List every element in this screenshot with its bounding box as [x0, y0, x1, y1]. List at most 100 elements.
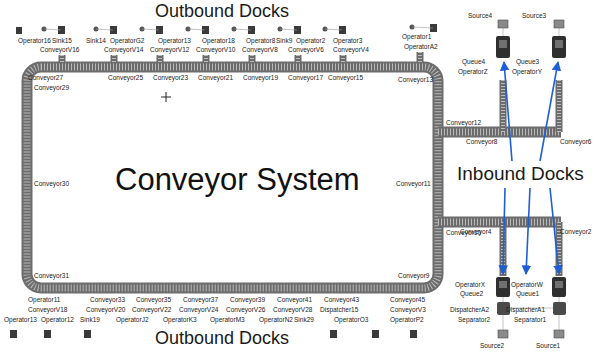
object-name: OperatorO3 [334, 316, 368, 323]
object-name: Conveyor25 [108, 74, 143, 81]
sink-icon [10, 330, 17, 338]
sink-icon [372, 330, 379, 338]
section-heading: Outbound Docks [155, 1, 289, 22]
queue-detail [499, 281, 507, 288]
source-icon [498, 20, 508, 28]
object-name: Operator13 [4, 316, 37, 323]
object-name: Sink14 [86, 37, 106, 44]
object-name: Sink29 [294, 316, 314, 323]
object-name: Separator2 [458, 316, 490, 323]
object-name: Queue4 [462, 58, 485, 65]
sink-icon [330, 330, 337, 338]
queue-icon [496, 277, 510, 297]
source-icon [554, 330, 564, 338]
object-name: Conveyor27 [28, 74, 63, 81]
object-name: Conveyor6 [560, 138, 591, 145]
object-name: Separator1 [514, 316, 546, 323]
object-name: ConveyorV18 [28, 306, 67, 313]
object-name: Sink15 [52, 37, 72, 44]
object-name: Conveyor33 [90, 296, 125, 303]
callout-arrow [526, 188, 530, 274]
object-name: Conveyor21 [198, 74, 233, 81]
object-name: ConveyorV6 [288, 46, 324, 53]
object-name: Operator12 [41, 316, 74, 323]
object-name: OperatorY [512, 68, 542, 75]
object-name: ConveyorV4 [333, 46, 369, 53]
object-name: OperatorM3 [210, 316, 245, 323]
object-name: Conveyor12 [446, 119, 481, 126]
object-name: OperatorW [511, 281, 543, 288]
object-name: OperatorN2 [259, 316, 293, 323]
object-name: Source4 [468, 12, 492, 19]
object-name: Queue2 [460, 290, 483, 297]
queue-detail [499, 40, 507, 48]
section-heading: Outbound Docks [155, 328, 289, 349]
object-name: Conveyor30 [34, 180, 69, 187]
object-name: Conveyor41 [277, 296, 312, 303]
object-name: Conveyor2 [560, 228, 591, 235]
object-name: Conveyor17 [288, 74, 323, 81]
object-name: Operator8 [246, 37, 275, 44]
object-name: Source1 [536, 342, 560, 349]
conveyor-rollers [62, 52, 420, 63]
object-name: Operator1 [402, 33, 431, 40]
object-name: OperatorX [455, 281, 485, 288]
object-name: Conveyor15 [328, 74, 363, 81]
object-name: ConveyorV20 [86, 306, 125, 313]
object-name: OperatorK3 [163, 316, 197, 323]
sink-icon [44, 330, 51, 338]
source-icon [554, 20, 564, 28]
object-name: OperatorP2 [390, 316, 424, 323]
object-name: Dispatcher15 [320, 306, 358, 313]
object-name: Conveyor9 [398, 272, 429, 279]
object-name: OperatorZ [458, 68, 488, 75]
object-name: ConveyorV28 [273, 306, 312, 313]
object-name: ConveyorV8 [242, 46, 278, 53]
object-name: Sink9 [276, 37, 292, 44]
object-name: Conveyor35 [136, 296, 171, 303]
queue-icon [496, 36, 510, 58]
separator-icons [497, 302, 566, 315]
sink-icon [410, 330, 417, 338]
object-name: Queue1 [516, 290, 539, 297]
callout-arrow [503, 188, 505, 274]
object-name: OperatorA2 [404, 43, 438, 50]
queue-detail [555, 40, 563, 48]
conveyor-stub [62, 52, 420, 63]
object-name: Conveyor39 [230, 296, 265, 303]
queue-icon [552, 36, 566, 58]
conveyor-region: Conveyor System [32, 72, 433, 283]
operator-icons [42, 25, 415, 32]
object-name: Operator11 [28, 296, 60, 303]
object-name: Operator2 [296, 37, 325, 44]
object-name: Conveyor8 [466, 138, 497, 145]
object-name: Conveyor4 [460, 228, 491, 235]
region-title: Conveyor System [115, 162, 360, 198]
object-name: ConveyorV12 [150, 46, 189, 53]
conveyor-rollers [27, 67, 438, 288]
object-name: Queue3 [516, 58, 539, 65]
callout-arrow [540, 62, 558, 161]
queue-detail [555, 281, 563, 288]
operator-wire [44, 27, 433, 30]
object-name: Conveyor37 [183, 296, 218, 303]
object-name: Operator13 [158, 37, 191, 44]
object-name: Operator16 [18, 37, 51, 44]
object-name: DispatcherA1 [506, 306, 545, 313]
section-heading: Inbound Docks [457, 163, 584, 185]
sink-icons [16, 24, 437, 34]
object-name: Conveyor43 [324, 296, 359, 303]
separator-icon [553, 302, 566, 315]
object-name: ConveyorV14 [104, 46, 143, 53]
conveyor-loop [27, 67, 438, 288]
object-name: Source2 [480, 342, 504, 349]
object-name: Source3 [522, 12, 546, 19]
callout-arrow [550, 188, 559, 274]
object-name: ConveyorV24 [179, 306, 218, 313]
object-name: Operator18 [202, 37, 235, 44]
object-name: Conveyor19 [243, 74, 278, 81]
object-name: Conveyor11 [396, 180, 431, 187]
object-name: OperatorG2 [110, 37, 144, 44]
sink-icon [16, 27, 22, 34]
